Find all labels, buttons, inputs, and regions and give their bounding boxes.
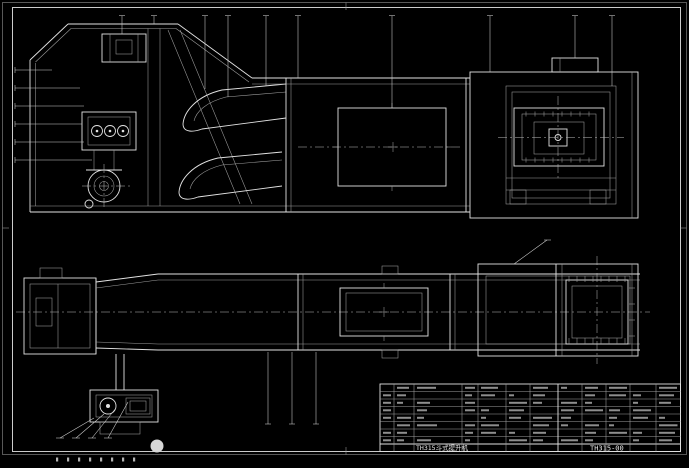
head-section — [29, 23, 470, 213]
plan-trunk — [158, 265, 640, 359]
title-block: TH315斗式提升机 TH315-00 — [416, 443, 624, 453]
drawing-number: TH315-00 — [590, 445, 624, 453]
plan-view — [16, 239, 650, 439]
trunk-casing — [252, 77, 470, 212]
elevator-buckets — [178, 83, 287, 200]
flange-bolt-ticks — [568, 276, 635, 344]
parts-list-table — [379, 383, 681, 452]
leader-lines-bottom — [56, 239, 551, 439]
drum-bolt-ticks — [525, 111, 590, 163]
plan-drive-section — [477, 256, 639, 364]
elevation-view — [14, 15, 639, 219]
drawing-title: TH315斗式提升机 — [416, 443, 469, 452]
drawing-frame — [2, 2, 687, 462]
table-text-noise — [383, 386, 678, 442]
plan-inspection-door — [339, 283, 429, 341]
bearing-assembly — [81, 111, 137, 171]
plan-motor-unit — [89, 354, 159, 435]
head-pulley — [82, 164, 130, 210]
plan-head-section — [23, 267, 159, 355]
drive-platform — [101, 33, 147, 63]
leader-lines-top — [119, 15, 615, 108]
leader-lines-left — [14, 67, 92, 163]
tail-drum — [498, 96, 624, 180]
frame-zone-marks — [56, 457, 136, 462]
tail-section — [469, 57, 639, 219]
ink-stamp — [150, 439, 164, 453]
